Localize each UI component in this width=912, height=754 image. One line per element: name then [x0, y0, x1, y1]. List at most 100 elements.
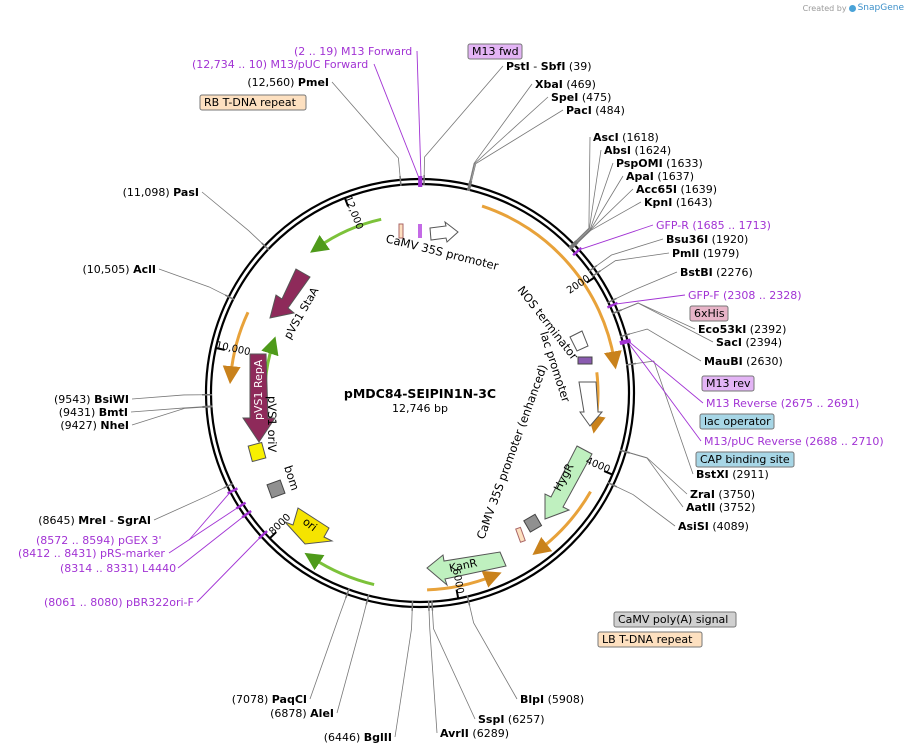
leader-line	[309, 594, 348, 700]
primer-leader	[627, 340, 704, 404]
site-tick	[468, 180, 473, 192]
label-pvs1-oriv: pVS1 oriV	[265, 396, 279, 452]
primer-label: GFP-F (2308 .. 2328)	[688, 289, 802, 302]
restriction-site-label: BstBI (2276)	[680, 266, 753, 279]
restriction-site-label: AvrII (6289)	[440, 727, 509, 740]
primer-tick	[258, 530, 268, 540]
box-rb-tdna-text: RB T-DNA repeat	[204, 96, 297, 109]
restriction-site-label: PspOMI (1633)	[616, 157, 703, 170]
label-bom: bom	[281, 464, 302, 493]
restriction-site-label: MauBI (2630)	[704, 355, 783, 368]
restriction-site-label: Bsu36I (1920)	[666, 233, 748, 246]
primer-leader	[578, 224, 654, 251]
restriction-site-label: SpeI (475)	[551, 91, 611, 104]
site-tick	[202, 405, 213, 408]
leader-line	[574, 188, 634, 246]
pvs1-repa-arrow	[242, 353, 276, 443]
orf-arc-3	[532, 490, 592, 556]
site-tick	[399, 175, 402, 186]
snapgene-logo-icon	[848, 4, 856, 12]
box-m13-rev: M13 rev	[701, 375, 755, 392]
restriction-site-label: (6446) BglII	[324, 731, 392, 744]
orf-arc-9	[222, 311, 250, 385]
leader-line	[130, 406, 207, 413]
plasmid-name: pMDC84-SEIPIN1N-3C	[344, 386, 496, 401]
site-tick	[625, 362, 637, 366]
restriction-site-label: BstXI (2911)	[696, 468, 769, 481]
pvs1-staa-arrow	[269, 268, 311, 319]
primer-leader	[196, 536, 262, 603]
leader-line	[574, 201, 642, 246]
site-tick	[591, 270, 601, 277]
leader-line	[331, 81, 401, 180]
site-tick	[619, 449, 630, 454]
restriction-site-label: ApaI (1637)	[626, 170, 694, 183]
box-camv-polya-text: CaMV poly(A) signal	[618, 613, 728, 626]
restriction-site-label: ZraI (3750)	[690, 488, 755, 501]
site-tick	[345, 588, 350, 599]
leader-line	[201, 191, 265, 247]
leader-line	[612, 271, 678, 301]
primer-tick	[619, 338, 631, 344]
site-tick	[466, 595, 471, 606]
restriction-site-label: SacI (2394)	[716, 336, 782, 349]
primer-label: (12,734 .. 10) M13/pUC Forward	[192, 58, 368, 71]
m13fwd-marker	[418, 224, 422, 238]
restriction-site-label: (7078) PaqCI	[232, 693, 307, 706]
kanr-arrow	[426, 551, 507, 587]
tick-mark	[269, 531, 277, 540]
tick-mark	[343, 197, 350, 207]
restriction-site-label: Acc65I (1639)	[636, 183, 717, 196]
primer-leader	[188, 491, 231, 541]
leader-line	[573, 149, 602, 245]
pvs1-oriv-square	[247, 441, 267, 463]
primer-leader	[177, 515, 245, 569]
rb-repeat-marker	[398, 223, 404, 239]
box-rb-tdna-repeat: RB T-DNA repeat	[199, 94, 307, 111]
restriction-site-label: Eco53kI (2392)	[698, 323, 786, 336]
orf-arc-2	[587, 372, 606, 434]
leader-line	[612, 484, 676, 527]
bom-square	[266, 479, 286, 499]
box-m13-fwd-text: M13 fwd	[472, 45, 519, 58]
site-tick	[570, 242, 579, 251]
orf-arc-1	[481, 204, 622, 370]
primer-label: GFP-R (1685 .. 1713)	[656, 219, 771, 232]
nos-terminator-arrow	[569, 330, 589, 352]
box-m13-rev-text: M13 rev	[706, 377, 751, 390]
restriction-site-label: PmlI (1979)	[672, 247, 739, 260]
site-tick	[607, 297, 617, 304]
leader-line	[593, 238, 664, 269]
primer-label: M13 Reverse (2675 .. 2691)	[706, 397, 859, 410]
primer-label: (8061 .. 8080) pBR322ori-F	[44, 596, 194, 609]
camv35s-promoter-arrow	[429, 220, 459, 243]
leader-line	[470, 109, 564, 186]
restriction-site-label: BlpI (5908)	[520, 693, 584, 706]
plasmid-size: 12,746 bp	[392, 402, 448, 415]
box-cap-binding-site: CAP binding site	[695, 451, 795, 468]
orf-arc-5	[304, 552, 375, 587]
credit-brand: SnapGene	[857, 3, 904, 13]
credit-prefix: Created by	[802, 3, 847, 13]
tick-mark	[455, 589, 460, 599]
label-kanr: KanR	[448, 556, 479, 575]
site-tick	[224, 294, 235, 301]
leader-line	[617, 302, 714, 343]
primer-tick	[227, 487, 238, 495]
site-tick	[431, 600, 434, 611]
box-cap-binding-text: CAP binding site	[700, 453, 790, 466]
leader-line	[572, 136, 591, 244]
leader-line	[336, 600, 368, 714]
primer-leader	[627, 341, 702, 442]
site-ticks	[202, 175, 637, 611]
primer-tick	[241, 509, 252, 519]
leader-line	[153, 485, 228, 521]
site-tick	[365, 594, 370, 605]
primer-tick	[235, 501, 247, 510]
restriction-site-label: (10,505) AclI	[83, 263, 156, 276]
primer-leader	[373, 63, 420, 180]
primer-label: M13/pUC Reverse (2688 .. 2710)	[704, 435, 884, 448]
restriction-site-label: (6878) AleI	[270, 707, 334, 720]
box-lac-operator-text: lac operator	[704, 415, 771, 428]
